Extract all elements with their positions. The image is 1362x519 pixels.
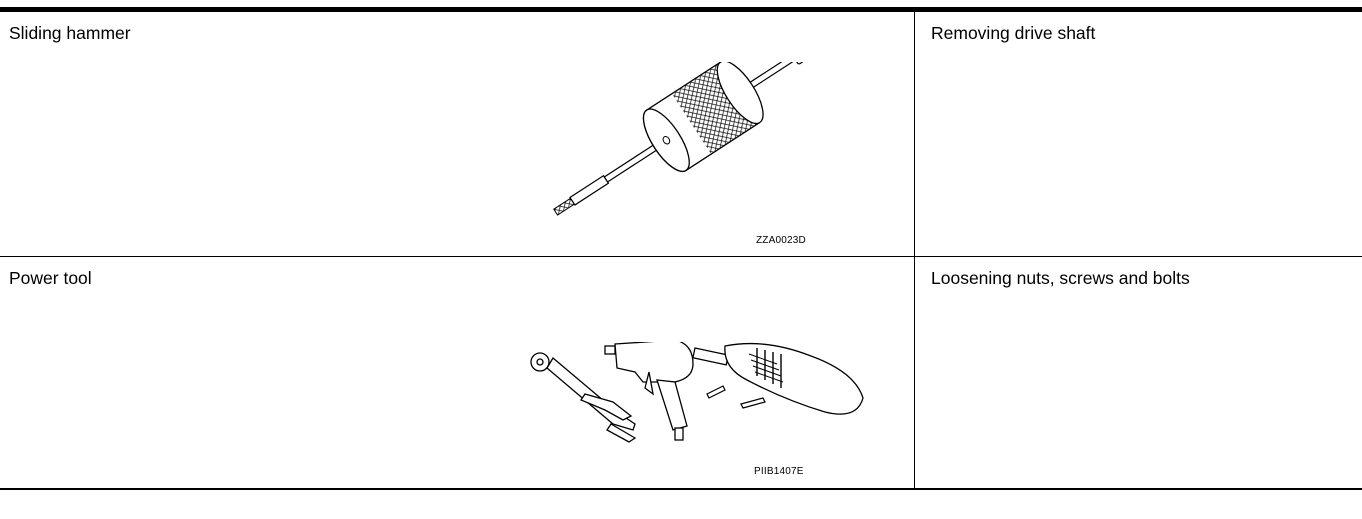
- description-cell: Removing drive shaft: [914, 12, 1362, 257]
- description-cell: Loosening nuts, screws and bolts: [914, 256, 1362, 490]
- tool-description: Loosening nuts, screws and bolts: [931, 268, 1190, 288]
- tool-name: Sliding hammer: [9, 23, 131, 43]
- table-row: Sliding hammer: [0, 12, 1362, 257]
- figure-code: ZZA0023D: [756, 235, 806, 246]
- figure-code: PIIB1407E: [754, 466, 804, 477]
- tool-description: Removing drive shaft: [931, 23, 1096, 43]
- table-row: Power tool: [0, 256, 1362, 490]
- tool-name: Power tool: [9, 268, 92, 288]
- power-tools-illustration-icon: [530, 342, 864, 443]
- sliding-hammer-illustration-icon: [553, 62, 811, 216]
- tool-cell: Power tool: [0, 256, 915, 490]
- top-rule: [0, 7, 1362, 12]
- tools-table: Sliding hammer: [0, 12, 1362, 490]
- tool-cell: Sliding hammer: [0, 12, 915, 257]
